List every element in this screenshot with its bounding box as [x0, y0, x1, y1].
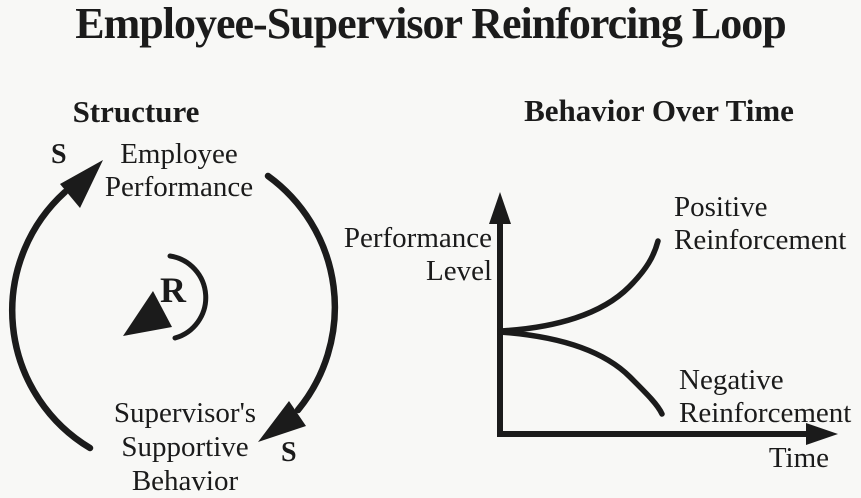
- positive-reinforcement-line1: Positive: [674, 191, 768, 223]
- supervisor-behavior-node: Supervisor's Supportive Behavior: [85, 396, 285, 498]
- loop-arc-left: [8, 188, 94, 452]
- positive-reinforcement-line2: Reinforcement: [674, 224, 847, 256]
- y-axis-label-line1: Performance: [343, 222, 492, 254]
- negative-reinforcement-label: Negative Reinforcement: [679, 364, 851, 430]
- polarity-label-top: S: [51, 139, 67, 170]
- loop-arc-right: [264, 172, 339, 414]
- employee-performance-node: Employee Performance: [79, 138, 279, 204]
- employee-performance-line1: Employee: [120, 138, 238, 170]
- behavior-over-time-heading: Behavior Over Time: [524, 93, 794, 128]
- loop-arrowhead-top-icon: [60, 160, 103, 208]
- y-axis-label-line2: Level: [425, 255, 492, 287]
- employee-performance-line2: Performance: [104, 171, 254, 203]
- reinforcing-loop-label: R: [160, 270, 186, 310]
- structure-heading: Structure: [72, 94, 200, 129]
- supervisor-behavior-line3: Behavior: [131, 465, 239, 497]
- loop-arrowhead-bottom-icon: [258, 401, 306, 442]
- y-axis-arrowhead-icon: [489, 192, 511, 224]
- positive-reinforcement-label: Positive Reinforcement: [674, 191, 846, 257]
- negative-reinforcement-line2: Reinforcement: [679, 397, 852, 429]
- negative-reinforcement-curve: [497, 329, 665, 417]
- page-title: Employee-Supervisor Reinforcing Loop: [75, 0, 786, 48]
- y-axis-label: Performance Level: [326, 222, 492, 288]
- supervisor-behavior-line1: Supervisor's: [113, 397, 257, 429]
- positive-reinforcement-curve: [497, 238, 661, 334]
- reinforcing-rotation-arc: [167, 253, 209, 341]
- reinforcing-rotation-arrowhead-icon: [123, 291, 172, 336]
- negative-reinforcement-line1: Negative: [679, 364, 784, 396]
- polarity-label-bottom: S: [281, 437, 297, 468]
- x-axis-label: Time: [768, 442, 829, 474]
- supervisor-behavior-line2: Supportive: [121, 431, 249, 463]
- x-axis-arrowhead-icon: [806, 423, 838, 445]
